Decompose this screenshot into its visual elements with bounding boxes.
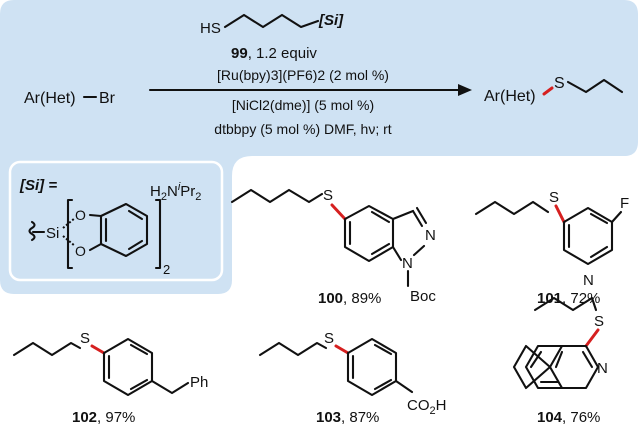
product-arhet-label: Ar(Het) <box>484 88 536 105</box>
si-definition-label: [Si] = <box>19 177 57 194</box>
product-104-number: 104 <box>537 409 563 426</box>
product-103-carboxyl: CO2H <box>407 397 446 417</box>
bracket-subscript: 2 <box>163 262 170 277</box>
product-sulfur-label: S <box>554 75 565 92</box>
si-definition-box <box>8 160 224 282</box>
nickel-catalyst-label: [NiCl2(dme)] (5 mol %) <box>232 97 374 113</box>
product-103-sulfur: S <box>324 330 334 347</box>
product-101-number: 101 <box>537 290 562 307</box>
reagent-equiv: , 1.2 equiv <box>248 45 318 62</box>
product-100-yield: , 89% <box>343 290 381 307</box>
product-101-nitrogen: N <box>583 272 594 289</box>
product-102: S Ph 102, 97% <box>12 330 208 426</box>
product-100: S N N Boc 100, 89% <box>230 187 436 307</box>
product-100-number: 100 <box>318 290 343 307</box>
reactant-aryl-bromide: Ar(Het) Br <box>24 90 116 107</box>
product-100-boc: Boc <box>410 288 436 305</box>
thiol-hs-label: HS <box>200 20 221 37</box>
product-102-sulfur: S <box>80 330 90 347</box>
product-103-caption: 103, 87% <box>316 409 379 426</box>
bracket-left <box>66 198 74 270</box>
bracket-right <box>154 198 162 270</box>
reactant-arhet-label: Ar(Het) <box>24 90 76 107</box>
product-103: S CO2H 103, 87% <box>258 330 446 426</box>
catechol-ring <box>88 202 149 258</box>
product-101-sulfur: S <box>549 189 559 206</box>
thiol-si-label: [Si] <box>318 12 344 29</box>
reagent-number: 99 <box>231 45 248 62</box>
product-103-number: 103 <box>316 409 341 426</box>
product-104-caption: 104, 76% <box>537 409 600 426</box>
product-100-sulfur: S <box>323 187 333 204</box>
thiol-reagent: HS [Si] <box>200 12 344 37</box>
product-103-yield: , 87% <box>341 409 379 426</box>
product-104-sulfur: S <box>594 313 604 330</box>
product-102-yield: , 97% <box>97 409 135 426</box>
product-100-n1: N <box>402 255 413 272</box>
catechol-oxygen-bottom: O <box>75 243 86 259</box>
product-104-nitrogen: N <box>597 360 608 377</box>
product-101: S F N 101, 72% <box>474 189 629 307</box>
attachment-wavy-bond <box>28 220 36 242</box>
product-aryl-sulfide: Ar(Het) S <box>484 75 624 105</box>
reagent-equiv-line: 99, 1.2 equiv <box>231 45 317 62</box>
product-102-phenyl: Ph <box>190 374 208 391</box>
product-100-n2: N <box>425 227 436 244</box>
silicon-label: Si <box>46 225 59 242</box>
si-definition: [Si] = H2NiPr2 Si O O 2 <box>19 177 201 277</box>
bromine-label: Br <box>99 90 116 107</box>
product-104-yield: , 76% <box>562 409 600 426</box>
photocatalyst-label: [Ru(bpy)3](PF6)2 (2 mol %) <box>217 67 389 83</box>
product-101-yield: , 72% <box>562 290 600 307</box>
ligand-conditions-label: dtbbpy (5 mol %) DMF, hν; rt <box>214 121 391 137</box>
product-101-fluorine: F <box>620 195 629 212</box>
product-102-caption: 102, 97% <box>72 409 135 426</box>
product-104: S N 104, 76% <box>512 296 608 426</box>
product-100-caption: 100, 89% <box>318 290 381 307</box>
product-cs-bond <box>542 86 554 96</box>
product-101-caption: 101, 72% <box>537 290 600 307</box>
catechol-oxygen-top: O <box>75 207 86 223</box>
product-102-number: 102 <box>72 409 97 426</box>
reaction-arrow-head <box>458 84 472 96</box>
